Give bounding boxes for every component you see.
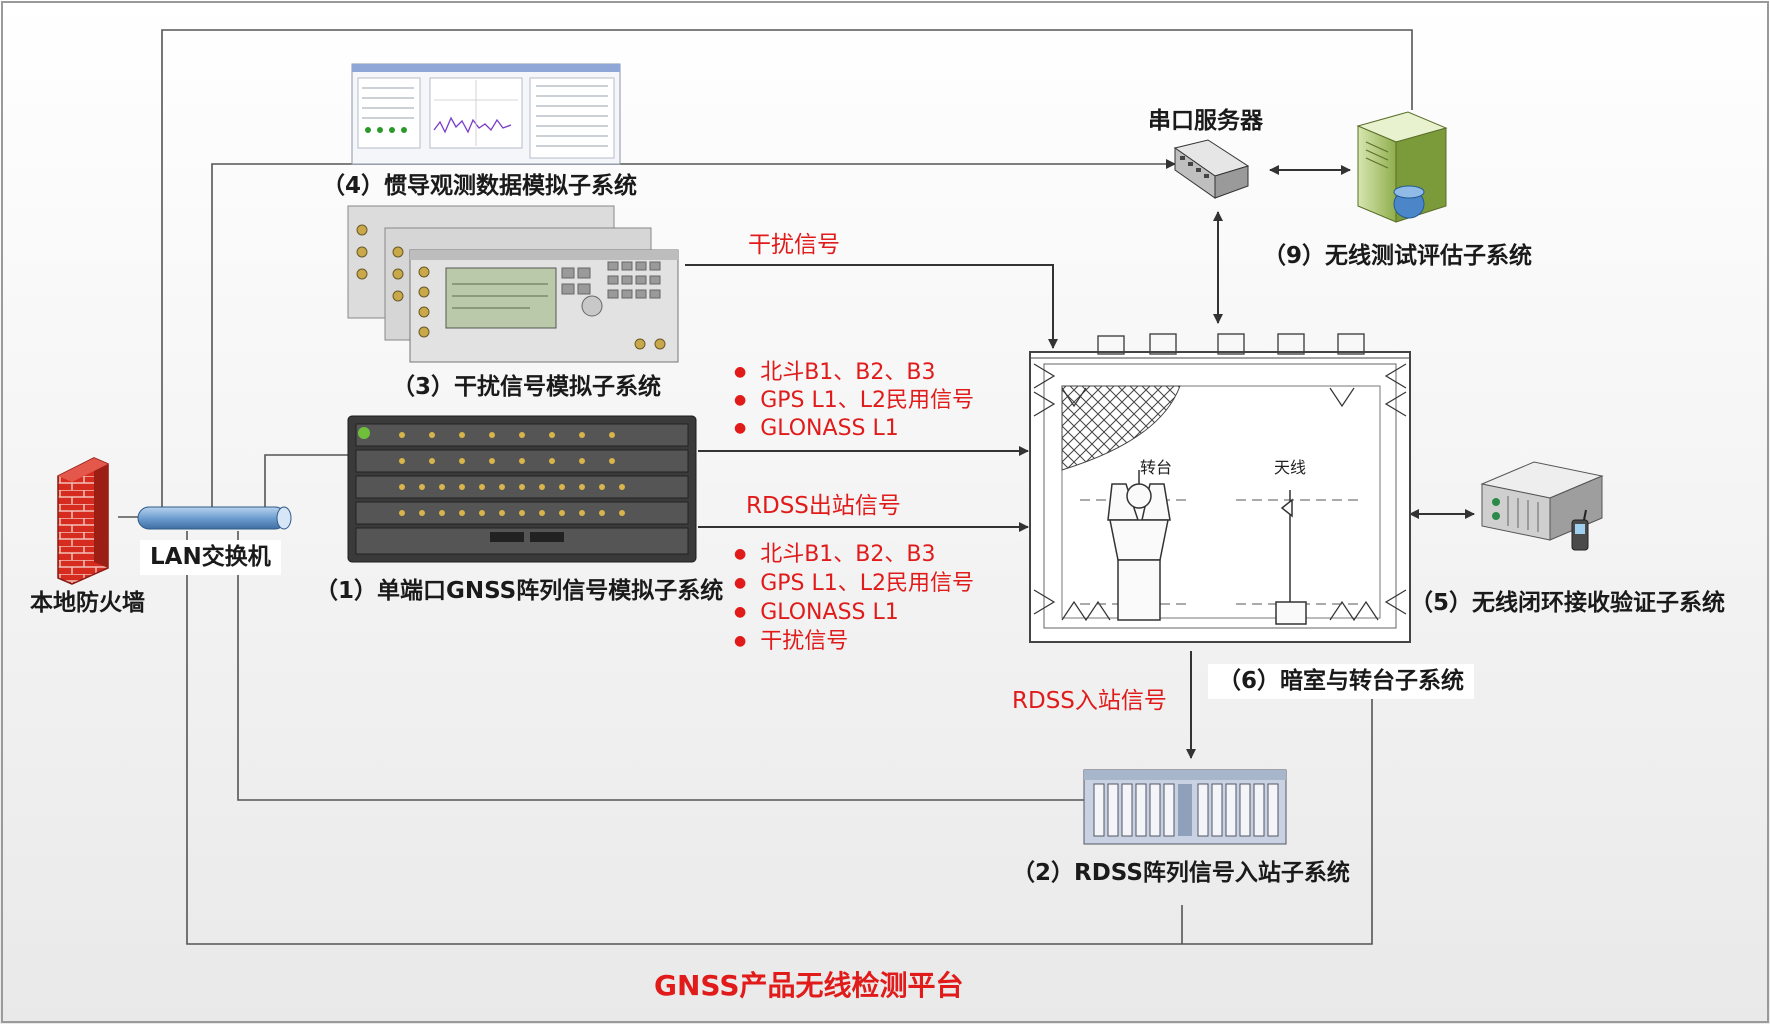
subsystem-4-label: （4）惯导观测数据模拟子系统 bbox=[322, 173, 638, 199]
signal-arrows bbox=[685, 165, 1475, 759]
serial-server-label: 串口服务器 bbox=[1148, 108, 1263, 134]
rdss-in-signal-label: RDSS入站信号 bbox=[1012, 688, 1167, 714]
network-lines bbox=[118, 29, 1413, 945]
anechoic-chamber-icon bbox=[1029, 333, 1411, 643]
subsystem-5-label: （5）无线闭环接收验证子系统 bbox=[1410, 590, 1726, 616]
rack-connectors bbox=[399, 432, 625, 516]
server-phone-icon bbox=[1480, 461, 1604, 551]
subsystem-9-label: （9）无线测试评估子系统 bbox=[1263, 243, 1533, 269]
signal-generator-icon bbox=[347, 205, 679, 363]
antenna-label: 天线 bbox=[1274, 458, 1307, 477]
lower-signal-item: GPS L1、L2民用信号 bbox=[734, 573, 974, 595]
lan-pipe-icon bbox=[137, 506, 292, 530]
software-screen-icon bbox=[351, 63, 621, 165]
rack-icon bbox=[347, 415, 697, 563]
platform-title: GNSS产品无线检测平台 bbox=[654, 969, 964, 1002]
interference-signal-label: 干扰信号 bbox=[748, 232, 840, 258]
upper-signal-item: 北斗B1、B2、B3 bbox=[734, 362, 935, 384]
firewall-icon bbox=[57, 457, 109, 585]
upper-signal-item: GLONASS L1 bbox=[734, 418, 899, 440]
lower-signal-item: 北斗B1、B2、B3 bbox=[734, 544, 935, 566]
lower-signal-item: GLONASS L1 bbox=[734, 602, 899, 624]
tower-server-icon bbox=[1356, 111, 1448, 223]
antenna-icon bbox=[1275, 490, 1307, 625]
rack-unit-icon bbox=[1083, 769, 1287, 845]
subsystem-2-label: （2）RDSS阵列信号入站子系统 bbox=[1012, 860, 1350, 886]
serial-server-icon bbox=[1173, 139, 1250, 199]
rdss-out-signal-label: RDSS出站信号 bbox=[746, 493, 901, 519]
turntable-label: 转台 bbox=[1140, 458, 1173, 477]
firewall-label: 本地防火墙 bbox=[30, 590, 145, 616]
subsystem-3-label: （3）干扰信号模拟子系统 bbox=[392, 374, 662, 400]
lower-signal-item: 干扰信号 bbox=[734, 631, 848, 653]
upper-signal-item: GPS L1、L2民用信号 bbox=[734, 390, 974, 412]
subsystem-6-label: （6）暗室与转台子系统 bbox=[1208, 664, 1475, 699]
lan-switch-label: LAN交换机 bbox=[140, 540, 281, 575]
turntable-icon bbox=[1107, 470, 1171, 621]
subsystem-1-label: （1）单端口GNSS阵列信号模拟子系统 bbox=[315, 578, 724, 604]
